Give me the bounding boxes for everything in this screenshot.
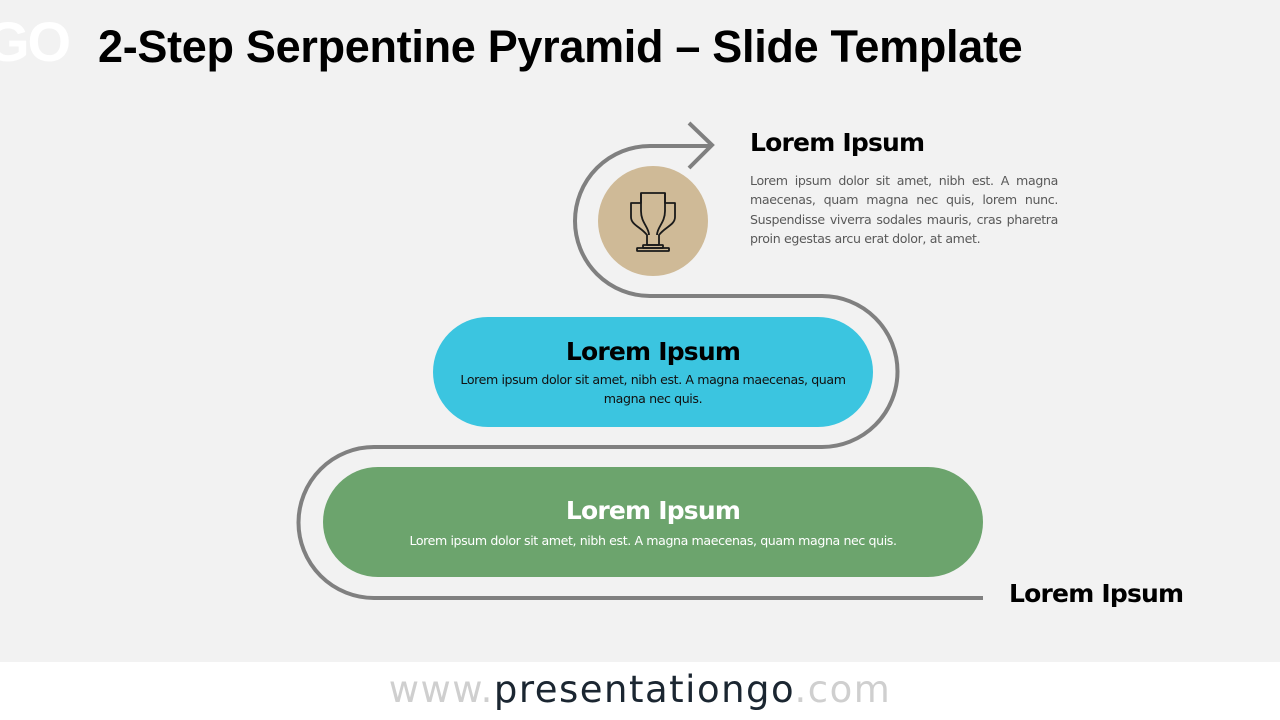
footer-tld: .com: [794, 667, 892, 711]
serpentine-line: [296, 144, 983, 600]
start-label: Lorem Ipsum: [1009, 579, 1184, 608]
footer-url[interactable]: www.presentationgo.com: [389, 671, 892, 708]
step-1-body: Lorem ipsum dolor sit amet, nibh est. A …: [409, 532, 897, 548]
trophy-icon: [630, 192, 676, 252]
footer: www.presentationgo.com: [0, 662, 1280, 720]
step-1-pill: Lorem Ipsum Lorem ipsum dolor sit amet, …: [323, 467, 983, 577]
step-2-pill: Lorem Ipsum Lorem ipsum dolor sit amet, …: [433, 317, 873, 427]
step-2-heading: Lorem Ipsum: [565, 337, 741, 366]
serpentine-path: [296, 121, 983, 600]
goal-text-block: Lorem Ipsum Lorem ipsum dolor sit amet, …: [750, 126, 1058, 248]
goal-icon-circle: [598, 166, 708, 276]
logo-fragment: GO: [0, 10, 71, 73]
footer-www: www.: [388, 667, 494, 711]
step-2-body: Lorem ipsum dolor sit amet, nibh est. A …: [460, 372, 846, 406]
slide-canvas: GO 2-Step Serpentine Pyramid – Slide Tem…: [0, 0, 1280, 662]
goal-heading: Lorem Ipsum: [750, 128, 925, 157]
goal-body: Lorem ipsum dolor sit amet, nibh est. A …: [750, 173, 1058, 246]
footer-domain: presentationgo: [493, 667, 795, 711]
arrowhead-icon: [687, 121, 715, 170]
slide-title: 2-Step Serpentine Pyramid – Slide Templa…: [98, 21, 1023, 72]
step-1-heading: Lorem Ipsum: [565, 495, 741, 525]
